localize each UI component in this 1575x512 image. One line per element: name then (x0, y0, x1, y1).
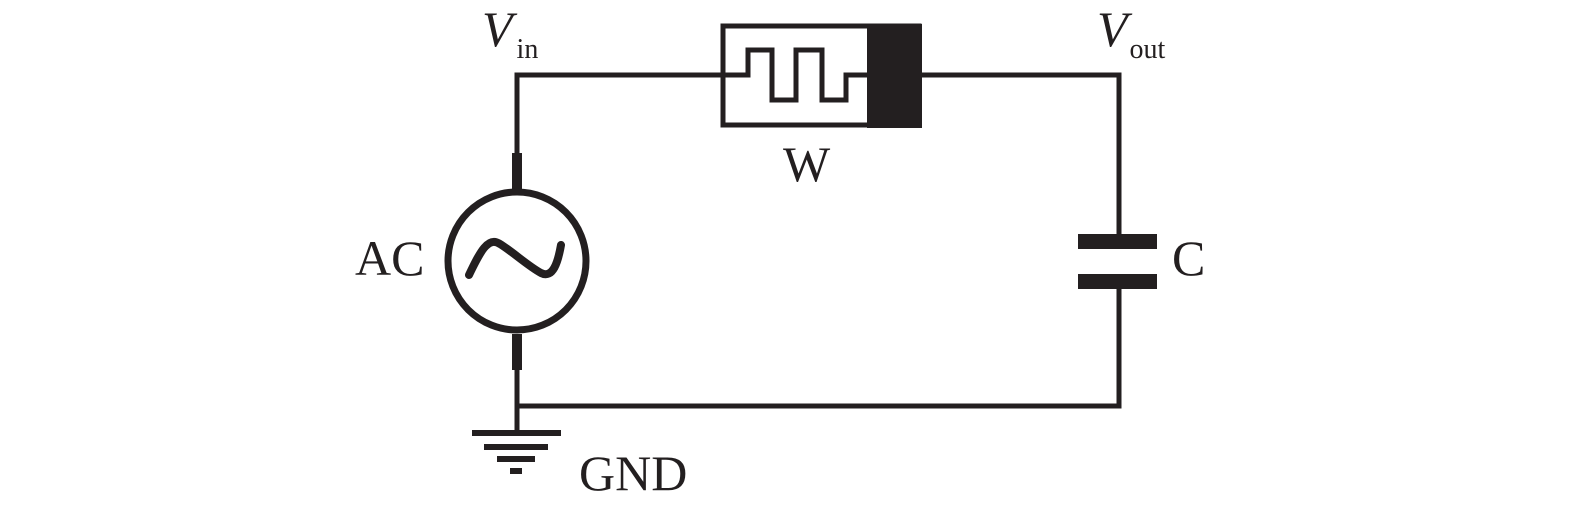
vin-subscript: in (517, 34, 539, 65)
ac-source-circle (444, 188, 590, 334)
meander-pattern (723, 47, 867, 103)
wire-capacitor-to-ground (517, 288, 1122, 409)
ground-bar-2 (484, 444, 548, 450)
source-label: AC (355, 230, 424, 286)
resistor-dark-band (867, 24, 922, 128)
vout-var: V (1097, 1, 1133, 57)
source-top-terminal (512, 153, 522, 190)
vout-label: Vout (1097, 1, 1166, 65)
source-bottom-terminal (512, 334, 522, 370)
capacitor (1078, 234, 1157, 289)
ground-bar-3 (497, 456, 535, 462)
wire-to-vout (921, 72, 1122, 238)
ac-source (444, 188, 590, 334)
ground-bar-1 (472, 430, 561, 436)
ground-label: GND (579, 445, 687, 501)
capacitor-plate-bottom (1078, 274, 1157, 289)
ground-bar-4 (510, 468, 522, 474)
wires (514, 72, 1122, 432)
resistor-w (720, 23, 922, 128)
vin-var: V (482, 1, 518, 57)
capacitor-label: C (1172, 230, 1205, 286)
wire-vin-to-source (514, 72, 723, 155)
ground-icon (472, 430, 561, 474)
resistor-label: W (783, 136, 831, 192)
capacitor-plate-top (1078, 234, 1157, 249)
vout-subscript: out (1130, 34, 1166, 65)
sine-wave-icon (465, 238, 565, 279)
